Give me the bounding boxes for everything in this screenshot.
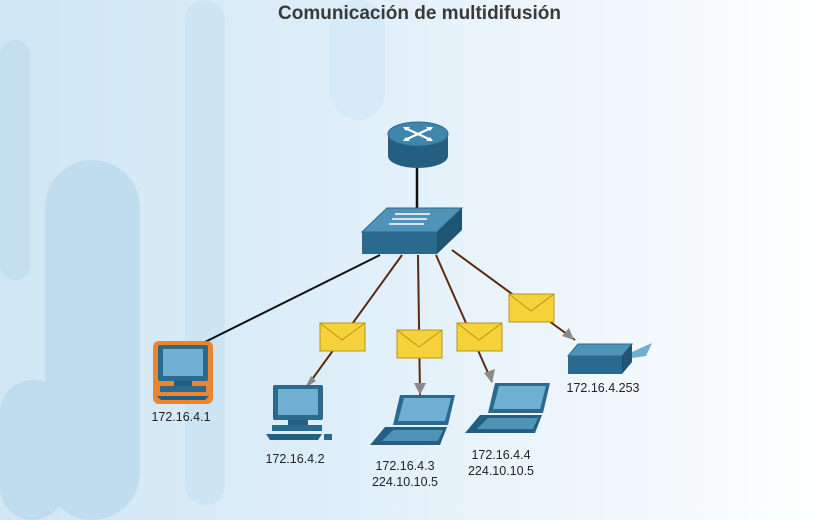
page-title: Comunicación de multidifusión: [278, 3, 561, 24]
host-label-1: 172.16.4.1: [126, 409, 236, 425]
link-switch-host1: [204, 254, 381, 343]
link-switch-host2: [307, 254, 403, 386]
host-ip: 172.16.4.3: [375, 459, 435, 473]
envelope-icon: [396, 329, 443, 359]
desktop-icon: [266, 385, 332, 440]
laptop-icon: [465, 383, 550, 433]
host-ip: 172.16.4.2: [265, 452, 325, 466]
host-label-4: 172.16.4.4 224.10.10.5: [446, 447, 556, 479]
host-label-3: 172.16.4.3 224.10.10.5: [350, 458, 460, 490]
background-stripe: [185, 0, 225, 505]
background-stripe: [0, 40, 30, 280]
host-multicast-ip: 224.10.10.5: [467, 464, 535, 478]
host-ip: 172.16.4.253: [566, 381, 640, 395]
envelope-icon: [508, 293, 555, 323]
host-ip: 172.16.4.4: [471, 448, 531, 462]
laptop-icon: [370, 395, 455, 445]
switch-icon: [360, 207, 464, 254]
host-multicast-ip: 224.10.10.5: [371, 475, 439, 489]
desktop-icon: [153, 341, 213, 404]
host-label-5: 172.16.4.253: [548, 380, 658, 396]
background-stripe: [330, 0, 385, 120]
router-icon: [387, 121, 449, 168]
host-ip: 172.16.4.1: [151, 410, 211, 424]
envelope-icon: [456, 322, 503, 352]
host-label-2: 172.16.4.2: [240, 451, 350, 467]
envelope-icon: [319, 322, 366, 352]
link-switch-host3: [417, 254, 421, 396]
network-diagram: [153, 121, 652, 445]
background-stripe: [0, 380, 65, 520]
printer-icon: [566, 343, 652, 374]
link-switch-host4: [435, 254, 493, 383]
